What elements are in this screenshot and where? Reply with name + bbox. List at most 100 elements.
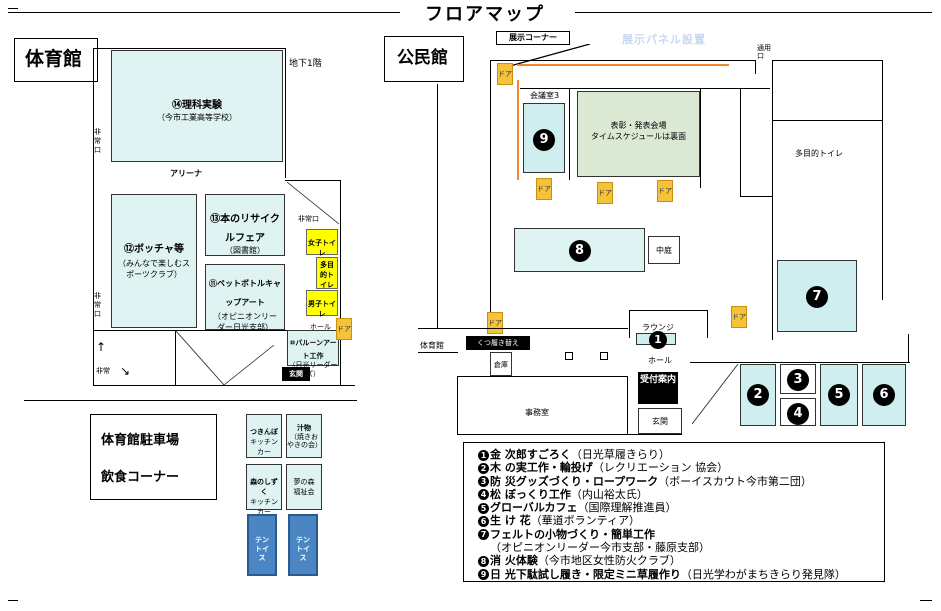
booth-2-num: 2 bbox=[747, 384, 769, 406]
legend-item-org: （華道ボランティア） bbox=[530, 514, 641, 528]
civic-hall-label: ホール bbox=[648, 356, 672, 365]
booth-4: 4 bbox=[780, 398, 816, 426]
toilet-women: 女子トイレ bbox=[306, 229, 338, 257]
legend-item-num: 6 bbox=[478, 515, 489, 527]
civic-diagonal bbox=[692, 364, 738, 424]
door-icon: ドア bbox=[536, 178, 552, 200]
legend-item-num: 7 bbox=[478, 529, 489, 541]
legend-item-org: （日光学わがまちきらり発見隊） bbox=[680, 567, 846, 581]
booth-13-name: 本のリサイクルフェア bbox=[220, 214, 280, 244]
legend-item-title: 松 ぼっくり工作 bbox=[490, 487, 571, 501]
booth-14: ⑭理科実験 （今市工業高等学校） bbox=[111, 50, 283, 162]
shoe-change-label: くつ履き替え bbox=[466, 336, 530, 350]
stall-tsukinbo: つきんぼ キッチンカー bbox=[246, 414, 282, 458]
booth-5-num: 5 bbox=[828, 384, 850, 406]
booth-6: 6 bbox=[862, 364, 906, 426]
booth-10-num: ⑩ bbox=[289, 339, 296, 347]
booth-3-num: 3 bbox=[787, 369, 809, 391]
booth-11: ⑪ペットボトルキャップアート （オピニオンリーダー日光支部） bbox=[205, 264, 285, 332]
booth-7: 7 bbox=[777, 260, 857, 332]
arrow-up-icon: ↑ bbox=[96, 340, 107, 354]
booth-1: 1 bbox=[636, 331, 676, 349]
door-icon: ドア bbox=[497, 63, 513, 85]
booth-13-num: ⑬ bbox=[210, 214, 221, 225]
booth-8: 8 bbox=[514, 228, 645, 272]
booth-10: ⑩バルーンアート工作 （日光リーダーズ） bbox=[287, 330, 339, 378]
booth-11-name: ペットボトルキャップアート bbox=[217, 279, 281, 307]
booth-5: 5 bbox=[820, 364, 858, 426]
booth-12-name: ボッチャ等 bbox=[134, 244, 184, 255]
booth-13-sub: （図書館） bbox=[225, 246, 265, 255]
gym-exit-small: 非常口 bbox=[298, 215, 319, 223]
legend-item-title: フェルトの小物づくり・簡単工作 bbox=[490, 527, 655, 541]
legend-item-num: 2 bbox=[478, 462, 489, 474]
door-icon: ドア bbox=[657, 180, 673, 202]
door-icon: ドア bbox=[336, 318, 352, 340]
toilet-multi-gym: 多目的トイレ bbox=[316, 257, 338, 289]
civic-entrance: 玄関 bbox=[638, 408, 682, 434]
booth-14-num: ⑭ bbox=[172, 100, 182, 111]
booth-10-sub: （日光リーダーズ） bbox=[288, 361, 338, 378]
exhibit-arrow bbox=[510, 44, 590, 66]
office-label: 事務室 bbox=[525, 408, 549, 417]
legend-item-org: （内山裕太氏） bbox=[570, 487, 648, 501]
booth-14-sub: （今市工業高等学校） bbox=[157, 113, 237, 122]
booth-3: 3 bbox=[780, 364, 816, 394]
tent-1: テントイス bbox=[247, 514, 277, 576]
civic-exit-label: 通用口 bbox=[757, 44, 771, 60]
booth-8-num: 8 bbox=[568, 240, 591, 262]
display-wall-label: 展示パネル設置 bbox=[622, 33, 706, 46]
door-icon: ドア bbox=[597, 182, 613, 204]
corridor-diagonal bbox=[287, 182, 339, 224]
booth-2: 2 bbox=[740, 364, 776, 426]
legend-item-title: 金 次郎すごろく bbox=[490, 448, 571, 461]
legend-item-title: 防 災グッズづくり・ロープワーク bbox=[490, 474, 659, 488]
booth-13: ⑬本のリサイクルフェア （図書館） bbox=[205, 194, 285, 256]
reception: 受付案内 bbox=[638, 372, 678, 404]
booth-1-num: 1 bbox=[649, 331, 667, 349]
toilet-men: 男子トイレ bbox=[306, 290, 338, 318]
gym-emergency-label: 非常 bbox=[96, 367, 110, 375]
gym-title: 体育館 bbox=[25, 48, 83, 70]
exhibit-label: 展示コーナー bbox=[496, 31, 570, 45]
legend-item-num: 9 bbox=[478, 569, 489, 581]
legend-item-org: （オピニオンリーダー今市支部・藤原支部） bbox=[490, 541, 710, 555]
gym-basement-label: 地下1階 bbox=[289, 59, 322, 69]
gym-title-box: 体育館 bbox=[14, 38, 98, 82]
stair-diagonal bbox=[176, 331, 224, 385]
booth-12-num: ⑫ bbox=[124, 244, 135, 255]
warehouse: 倉庫 bbox=[490, 352, 512, 376]
legend-item-title: 日 光下駄試し履き・限定ミニ草履作り bbox=[490, 567, 681, 581]
legend-item-org: （今市地区女性防火クラブ） bbox=[537, 554, 681, 568]
legend-item-num: 1 bbox=[478, 449, 489, 461]
gym-entrance: 玄関 bbox=[282, 367, 310, 381]
booth-6-num: 6 bbox=[873, 384, 895, 406]
courtyard: 中庭 bbox=[648, 236, 680, 264]
legend-item-org: （ボーイスカウト今市第二団） bbox=[658, 474, 812, 488]
gym-side-exit-bottom: 非常口 bbox=[94, 292, 101, 318]
legend-item-title: グローバルカフェ bbox=[490, 501, 578, 515]
gym-side-exit-top: 非常口 bbox=[94, 128, 101, 154]
booth-9: 9 bbox=[523, 103, 565, 173]
stall-shirumono: 汁物 （焼きおやきの会） bbox=[286, 414, 322, 458]
legend-item-title: 消 火体験 bbox=[490, 554, 538, 568]
legend-item-title: 生 け 花 bbox=[490, 514, 531, 528]
food-label: 飲食コーナー bbox=[101, 470, 180, 485]
meeting-room-label: 会議室3 bbox=[530, 91, 560, 100]
parking-label: 体育館駐車場 bbox=[101, 433, 180, 448]
tent-2: テントイス bbox=[288, 514, 318, 576]
booth-7-num: 7 bbox=[806, 286, 828, 308]
legend-item-org: （国際理解推進員） bbox=[577, 501, 677, 515]
civic-title-box: 公民館 bbox=[384, 36, 464, 82]
hall-main: 表彰・発表会場 タイムスケジュールは裏面 bbox=[577, 91, 700, 177]
legend-item: （オピニオンリーダー今市支部・藤原支部） bbox=[478, 541, 884, 554]
